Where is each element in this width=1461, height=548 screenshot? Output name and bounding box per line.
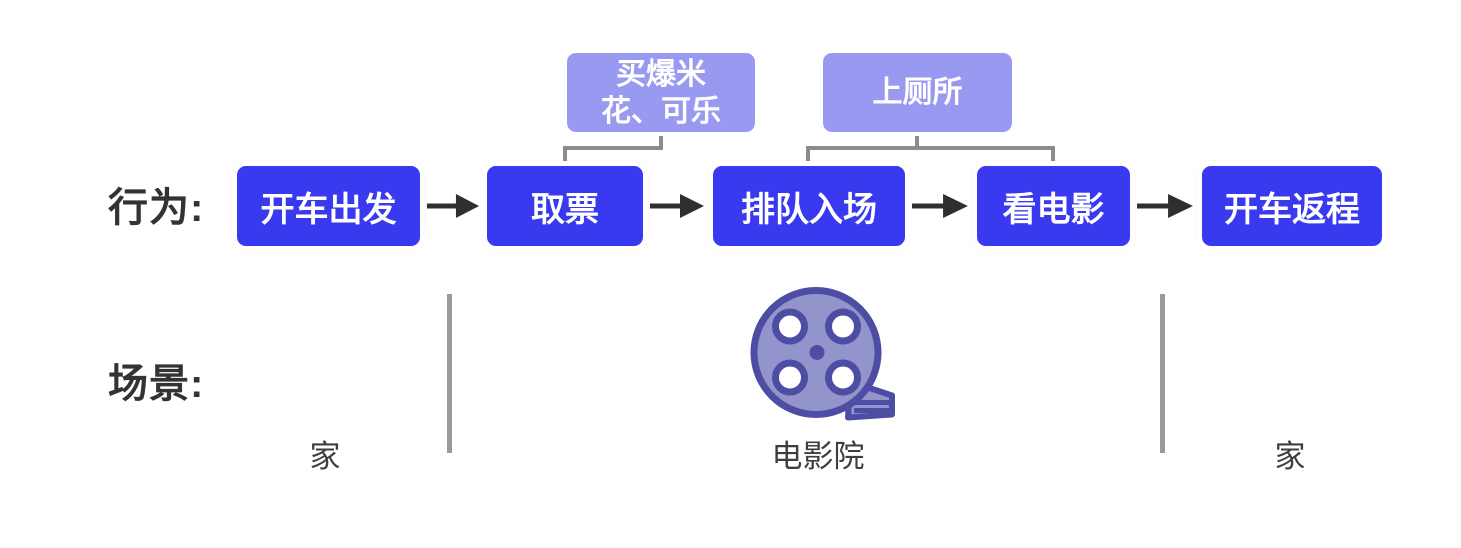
connector-restroom-horizontal [806, 146, 1055, 150]
action-box-watch-movie: 看电影 [972, 161, 1135, 251]
action-box-drive-out: 开车出发 [232, 161, 425, 251]
flow-arrow-icon-2 [650, 191, 706, 221]
scene-divider-right [1160, 294, 1165, 453]
annotation-box-restroom: 上厕所 [818, 48, 1017, 137]
action-label: 取票 [531, 190, 599, 229]
scene-label-cinema: 电影院 [771, 438, 865, 474]
connector-restroom-stub [915, 136, 919, 150]
flow-arrow-icon-1 [427, 191, 481, 221]
annotation-text: 上厕所 [872, 76, 963, 109]
action-label: 开车返程 [1224, 190, 1360, 229]
annotation-text-line2: 花、可乐 [601, 94, 721, 128]
action-box-drive-back: 开车返程 [1197, 161, 1387, 251]
annotation-box-buy-popcorn-cola: 买爆米 花、可乐 [562, 48, 760, 137]
flow-arrow-icon-3 [912, 191, 970, 221]
connector-popcorn-tick [563, 146, 567, 162]
action-label: 排队入场 [741, 190, 877, 229]
action-box-queue-enter: 排队入场 [708, 161, 910, 251]
scene-divider-left [447, 294, 452, 453]
action-label: 开车出发 [260, 190, 397, 229]
behavior-row-label: 行为: [108, 186, 205, 230]
flow-arrow-icon-4 [1137, 191, 1195, 221]
film-reel-icon [738, 283, 898, 429]
action-box-get-ticket: 取票 [482, 161, 648, 251]
connector-popcorn-horizontal [563, 146, 663, 150]
scene-row-label: 场景: [108, 362, 205, 406]
scene-label-home-left: 家 [309, 438, 341, 474]
connector-restroom-tick-left [806, 146, 810, 162]
annotation-text-line1: 买爆米 [616, 57, 706, 91]
scene-label-home-right: 家 [1274, 438, 1306, 474]
connector-popcorn-stub [659, 136, 663, 150]
connector-restroom-tick-right [1051, 146, 1055, 162]
action-label: 看电影 [1002, 190, 1105, 229]
